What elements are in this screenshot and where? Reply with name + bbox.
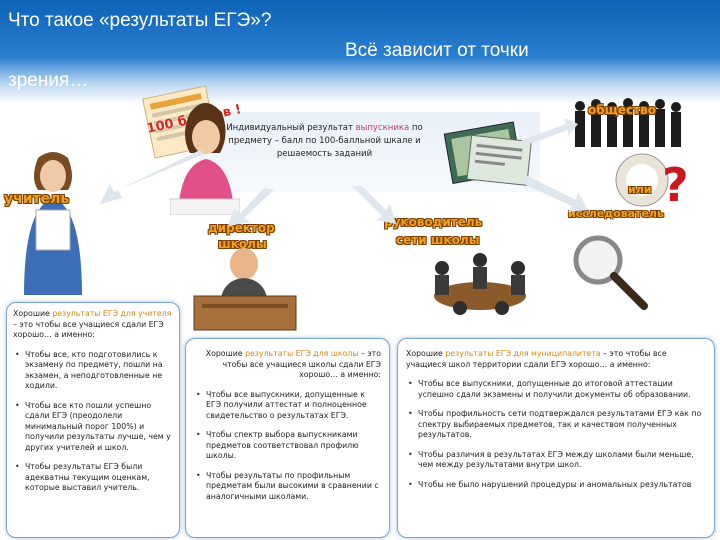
- lead-post: – это чтобы все учащиеся школы сдали ЕГЭ…: [222, 349, 381, 380]
- student-picture: [169, 95, 241, 216]
- teacher-picture: [8, 150, 98, 295]
- panel-teacher: Хорошие результаты ЕГЭ для учителя – это…: [6, 302, 180, 538]
- role-teacher: учитель: [4, 191, 70, 207]
- arrow-to-network: [352, 186, 396, 224]
- role-network-line2: сети школы: [396, 233, 480, 247]
- title-line-1: Что такое «результаты ЕГЭ»?: [8, 10, 272, 31]
- lead-pre: Хорошие: [406, 349, 446, 358]
- arrow-to-teacher: [100, 150, 204, 204]
- list-item: Чтобы все выпускники, допущенные до итог…: [406, 379, 706, 400]
- list-item: Чтобы результаты по профильным предметам…: [194, 471, 381, 503]
- panel-school-list: Чтобы все выпускники, допущенные к ЕГЭ п…: [194, 390, 381, 503]
- panel-school-lead: Хорошие результаты ЕГЭ для школы – это ч…: [194, 349, 381, 381]
- caption-pre: Индивидуальный результат: [226, 123, 356, 133]
- caption-post: по предмету – балл по 100-балльной шкале…: [228, 123, 423, 159]
- panel-teacher-list: Чтобы все, кто подготовились к экзамену …: [13, 350, 173, 494]
- individual-result-caption: Индивидуальный результат выпускника по п…: [212, 122, 437, 160]
- role-researcher-or: или: [628, 183, 652, 196]
- list-item: Чтобы не было нарушений процедуры и аном…: [406, 480, 706, 491]
- certificates-picture: [440, 115, 535, 190]
- magnifier-icon: [570, 232, 650, 312]
- caption-highlight: выпускника: [355, 123, 410, 133]
- director-picture: [190, 238, 300, 332]
- question-mark: ?: [662, 158, 689, 212]
- title-line-3: зрения…: [8, 70, 89, 91]
- society-crowd-picture: [570, 96, 690, 150]
- role-director-line1: директор: [208, 221, 275, 235]
- title-line-2: Всё зависит от точки: [345, 40, 529, 61]
- list-item: Чтобы результаты ЕГЭ были адекватны теку…: [13, 462, 173, 494]
- arrow-to-researcher: [522, 176, 588, 212]
- list-item: Чтобы профильность сети подтверждался ре…: [406, 409, 706, 441]
- arrow-to-director: [228, 188, 274, 226]
- lead-highlight: результаты ЕГЭ для школы: [245, 349, 359, 358]
- lead-highlight: результаты ЕГЭ для муниципалитета: [445, 349, 601, 358]
- list-item: Чтобы спектр выбора выпускниками предмет…: [194, 430, 381, 462]
- lead-post: – это чтобы все учащиеся сдали ЕГЭ хорош…: [13, 319, 164, 340]
- list-item: Чтобы все кто пошли успешно сдали ЕГЭ (п…: [13, 401, 173, 454]
- list-item: Чтобы все, кто подготовились к экзамену …: [13, 350, 173, 392]
- role-researcher: исследователь: [568, 207, 664, 220]
- panel-school: Хорошие результаты ЕГЭ для школы – это ч…: [185, 338, 390, 538]
- header-band: [0, 0, 720, 104]
- list-item: Чтобы все выпускники, допущенные к ЕГЭ п…: [194, 390, 381, 422]
- role-director-line2: школы: [218, 237, 267, 251]
- researcher-picture: [612, 150, 672, 210]
- network-meeting-picture: [420, 246, 540, 324]
- panel-municipality-list: Чтобы все выпускники, допущенные до итог…: [406, 379, 706, 490]
- list-item: Чтобы различия в результатах ЕГЭ между ш…: [406, 450, 706, 471]
- lead-post: – это чтобы все учащиеся школ территории…: [406, 349, 667, 369]
- lead-pre: Хорошие: [13, 309, 53, 318]
- role-network-line1: руководитель: [384, 215, 483, 229]
- panel-municipality: Хорошие результаты ЕГЭ для муниципалитет…: [397, 338, 715, 538]
- arrow-to-society: [522, 118, 578, 146]
- lead-highlight: результаты ЕГЭ для учителя: [52, 309, 172, 318]
- panel-teacher-lead: Хорошие результаты ЕГЭ для учителя – это…: [13, 309, 173, 341]
- role-society: общество: [588, 103, 656, 117]
- lead-pre: Хорошие: [205, 349, 246, 358]
- panel-municipality-lead: Хорошие результаты ЕГЭ для муниципалитет…: [406, 349, 706, 370]
